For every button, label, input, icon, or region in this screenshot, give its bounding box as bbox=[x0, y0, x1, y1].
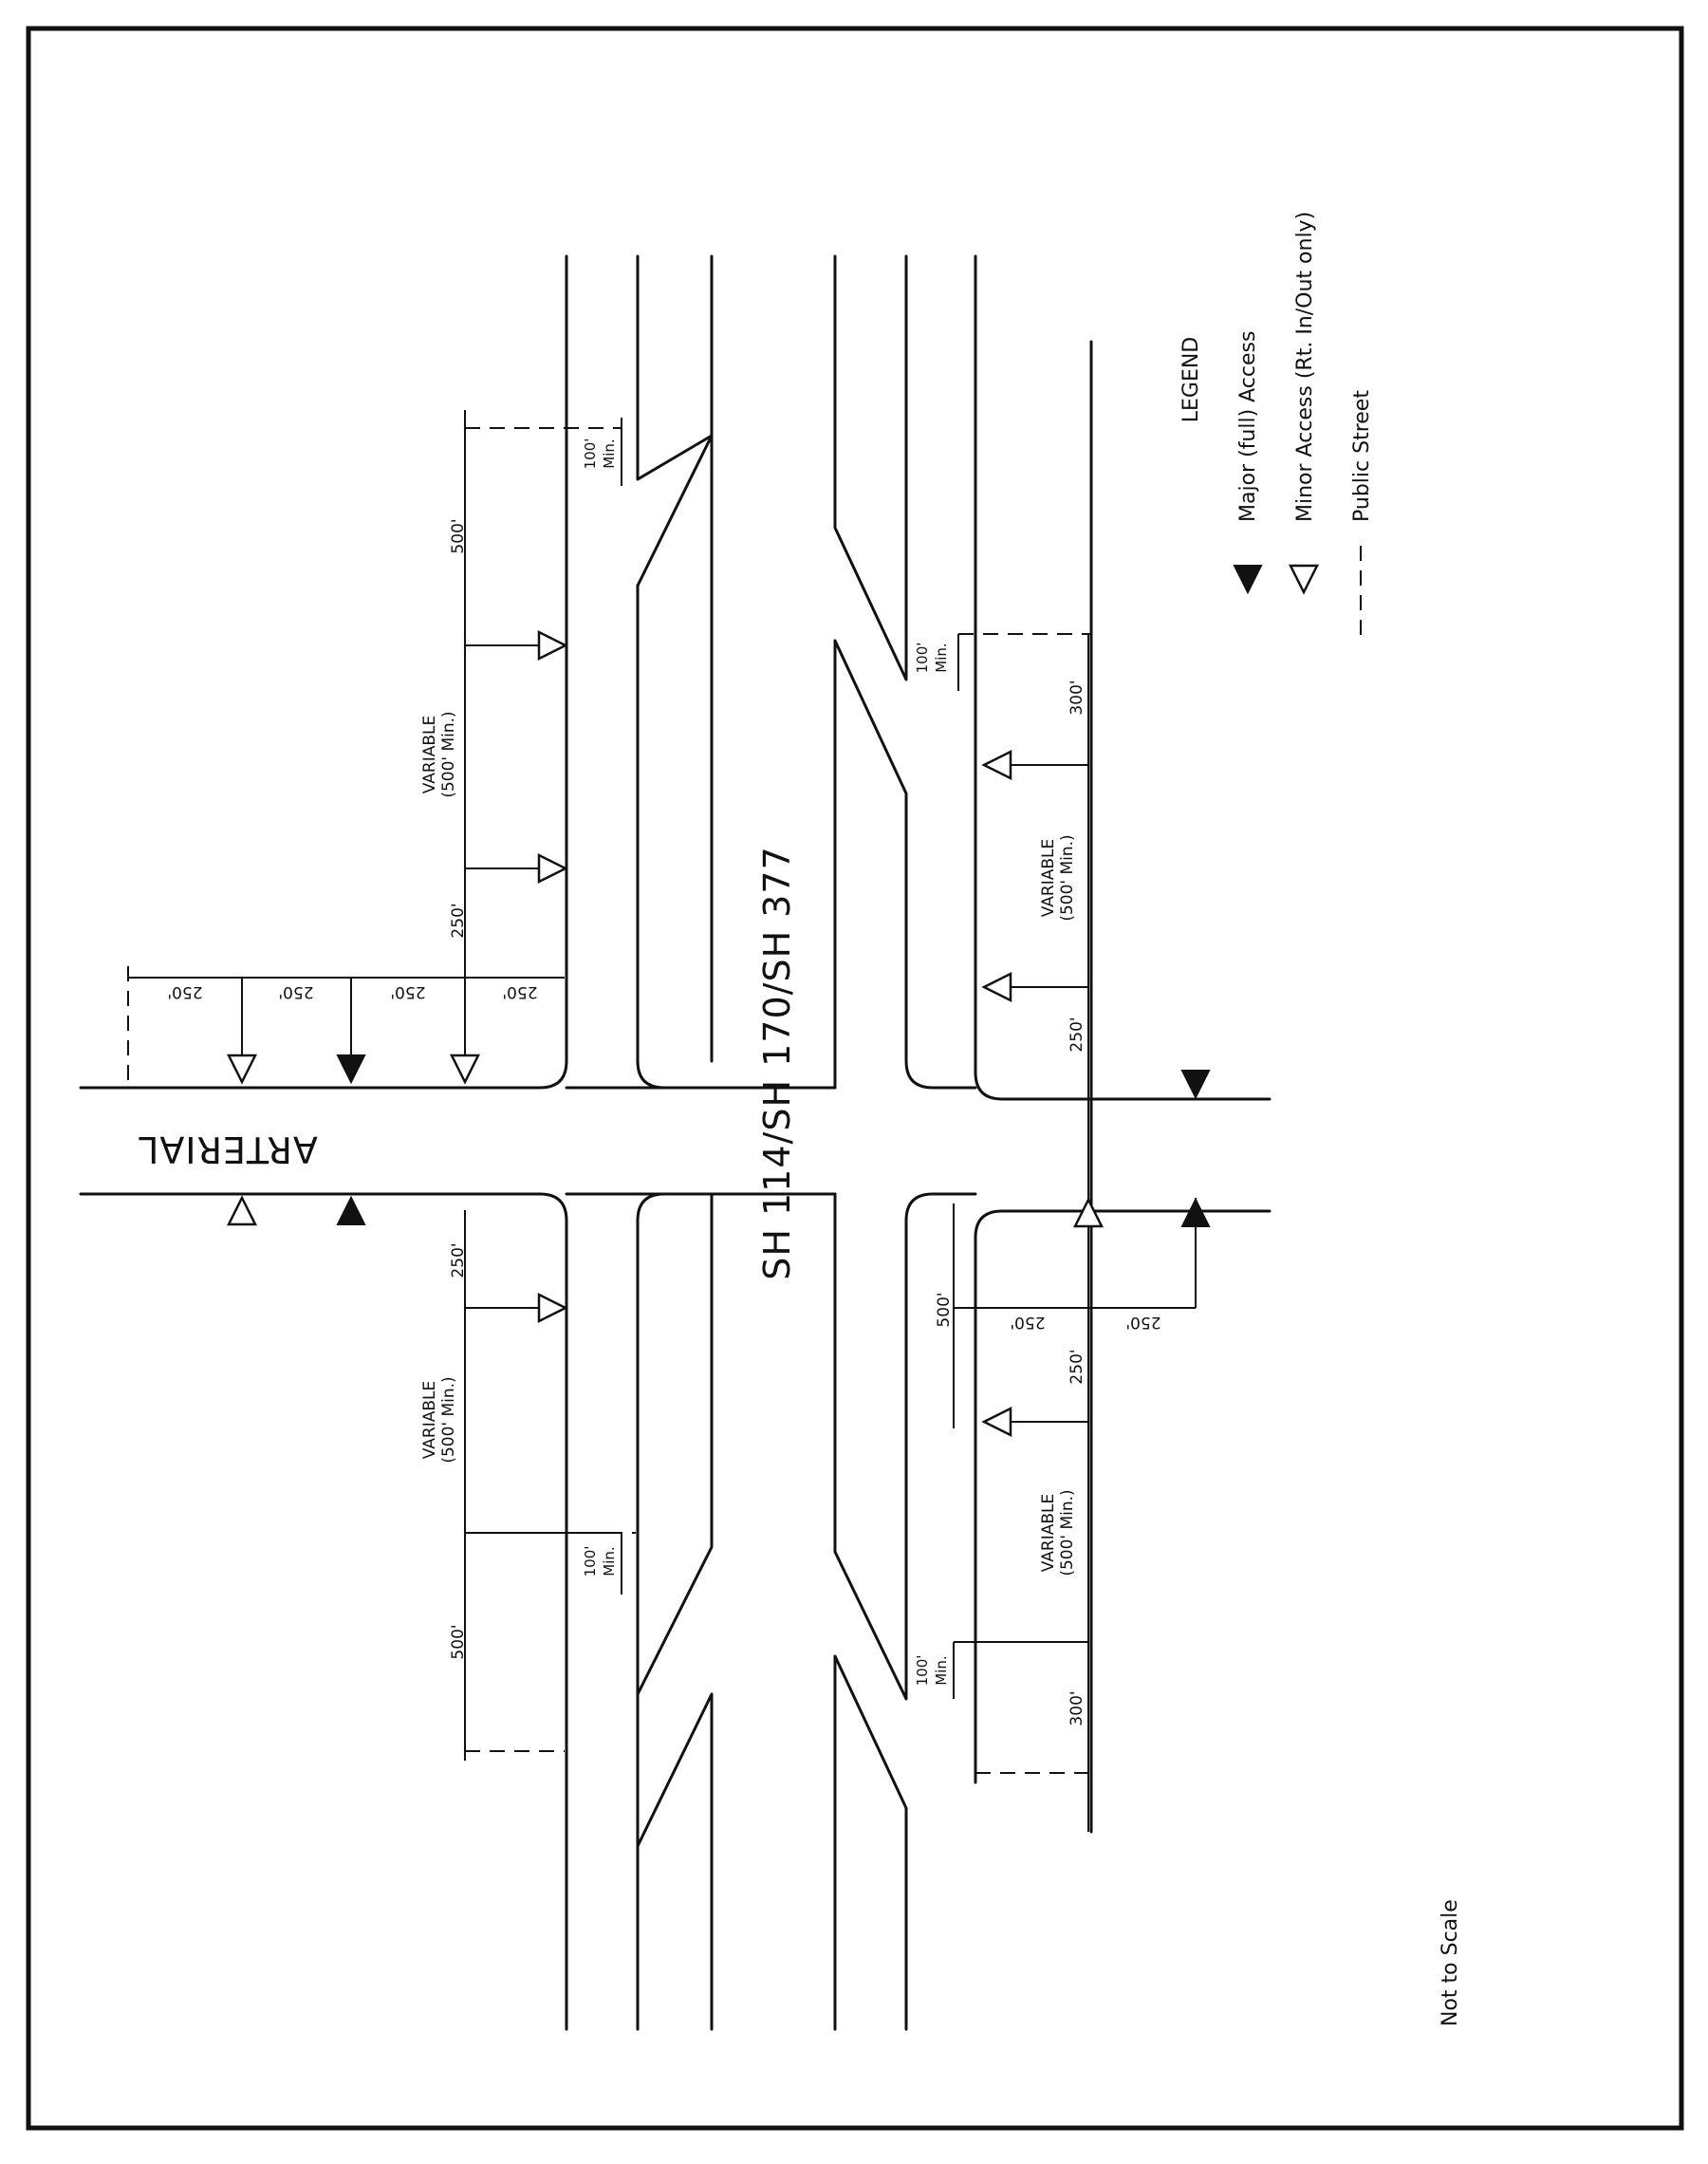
dim-label: (500' Min.) bbox=[439, 711, 458, 797]
dim-label: 500' bbox=[449, 1624, 468, 1659]
highway-label: SH 114/SH 170/SH 377 bbox=[756, 846, 798, 1280]
legend-title: LEGEND bbox=[1179, 337, 1203, 423]
not-to-scale-note: Not to Scale bbox=[1439, 1899, 1462, 2026]
major-access-icon bbox=[336, 1054, 366, 1085]
dim-label: VARIABLE bbox=[1039, 1494, 1058, 1573]
dim-label: VARIABLE bbox=[420, 716, 439, 794]
major-access-icon bbox=[1180, 1070, 1211, 1100]
legend-minor: Minor Access (Rt. In/Out only) bbox=[1293, 212, 1317, 522]
major-access-icon bbox=[1233, 565, 1263, 595]
dim-label: 300' bbox=[1068, 1690, 1086, 1726]
minor-access-icon bbox=[537, 629, 568, 662]
minor-access-icon bbox=[537, 852, 568, 885]
minor-access-icon bbox=[1072, 1197, 1105, 1228]
dim-label: Min. bbox=[601, 1546, 618, 1576]
dim-label: 250' bbox=[1068, 1349, 1086, 1384]
dim-label: 100' bbox=[914, 1655, 931, 1687]
dim-label: VARIABLE bbox=[1039, 839, 1058, 918]
dim-label: 250' bbox=[167, 982, 202, 1001]
roadway-linework bbox=[79, 254, 1272, 2031]
minor-access-icon bbox=[226, 1195, 258, 1226]
legend: LEGEND Major (full) Access Minor Access … bbox=[1179, 212, 1374, 641]
dim-label: 250' bbox=[1010, 1313, 1045, 1332]
dimension-labels: 500' 100' Min. VARIABLE (500' Min.) 250'… bbox=[167, 438, 1160, 1726]
dim-label: 250' bbox=[449, 903, 468, 938]
major-access-icon bbox=[336, 1195, 366, 1225]
minor-access-icon bbox=[981, 749, 1012, 781]
dim-label: (500' Min.) bbox=[1058, 1489, 1077, 1576]
minor-access-icon bbox=[449, 1054, 481, 1085]
dim-label: 250' bbox=[1068, 1017, 1086, 1052]
dim-label: Min. bbox=[601, 438, 618, 468]
dim-label: 300' bbox=[1068, 680, 1086, 715]
dim-label: 250' bbox=[1125, 1313, 1160, 1332]
dim-label: 250' bbox=[390, 982, 425, 1001]
dimension-lines bbox=[127, 410, 1197, 1832]
access-markers bbox=[226, 629, 1211, 1438]
dim-label: 100' bbox=[582, 438, 599, 470]
page-border bbox=[26, 26, 1684, 2131]
dim-label: 250' bbox=[502, 982, 537, 1001]
dim-label: 500' bbox=[449, 518, 468, 553]
minor-access-icon bbox=[981, 971, 1012, 1003]
dim-label: 100' bbox=[582, 1546, 599, 1577]
dim-label: Min. bbox=[933, 1655, 950, 1685]
dim-label: (500' Min.) bbox=[439, 1376, 458, 1463]
arterial-label: ARTERIAL bbox=[138, 1129, 318, 1170]
minor-access-icon bbox=[1288, 564, 1320, 595]
dim-label: (500' Min.) bbox=[1058, 834, 1077, 921]
dim-label: 500' bbox=[935, 1292, 954, 1327]
legend-street: Public Street bbox=[1350, 390, 1374, 522]
minor-access-icon bbox=[981, 1406, 1012, 1438]
dim-label: 100' bbox=[914, 643, 931, 674]
dim-label: 250' bbox=[278, 982, 313, 1001]
minor-access-icon bbox=[226, 1054, 258, 1085]
dim-label: Min. bbox=[933, 643, 950, 672]
minor-access-icon bbox=[537, 1292, 568, 1324]
major-access-icon bbox=[1180, 1197, 1211, 1227]
dim-label: VARIABLE bbox=[420, 1381, 439, 1460]
dim-label: 250' bbox=[449, 1242, 468, 1278]
legend-major: Major (full) Access bbox=[1236, 331, 1260, 522]
